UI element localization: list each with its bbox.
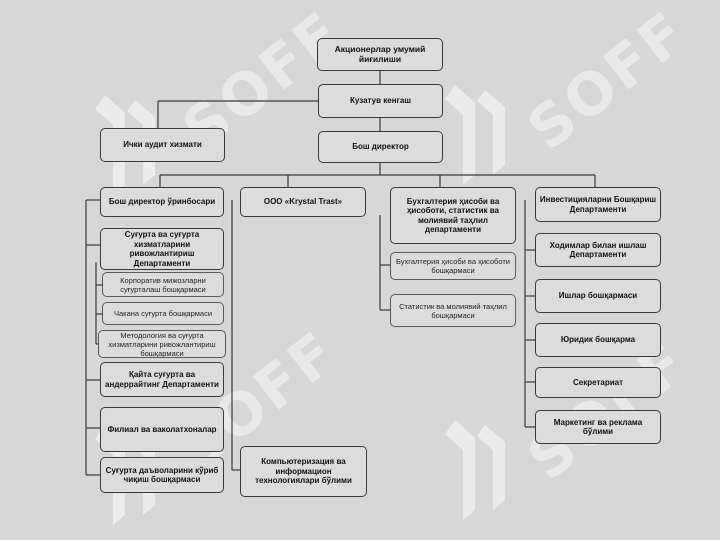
accounting-reporting-unit-box: Бухгалтерия ҳисоби ва ҳисоботи бошқармас… — [390, 252, 516, 280]
shareholders-meeting-box: Акционерлар умумий йиғилиши — [317, 38, 443, 71]
reinsurance-underwriting-dept-box: Қайта суғурта ва андеррайтинг Департамен… — [100, 362, 224, 397]
general-director-box: Бош директор — [318, 131, 443, 163]
accounting-department-box: Бухгалтерия ҳисоби ва ҳисоботи, статисти… — [390, 187, 516, 244]
investment-management-dept-box: Инвестицияларни Бошқариш Департаменти — [535, 187, 661, 222]
claims-unit-box: Суғурта даъволарини кўриб чиқиш бошқарма… — [100, 457, 224, 493]
legal-department-box: Юридик бошқарма — [535, 323, 661, 357]
methodology-unit-box: Методология ва суғурта хизматларини риво… — [98, 330, 226, 358]
hr-dept-box: Ходимлар билан ишлаш Департаменти — [535, 233, 661, 267]
retail-insurance-unit-box: Чакана суғурта бошқармаси — [102, 302, 224, 325]
supervisory-board-box: Кузатув кенгаш — [318, 84, 443, 118]
statistical-analysis-unit-box: Статистик ва молиявий таҳлил бошқармаси — [390, 294, 516, 327]
deputy-director-box: Бош директор ўринбосари — [100, 187, 224, 217]
corporate-insurance-unit-box: Корпоратив мижозларни суғурталаш бошқарм… — [102, 272, 224, 297]
insurance-development-dept-box: Суғурта ва суғурта хизматларини ривожлан… — [100, 228, 224, 270]
computerization-it-box: Компьютеризация ва информацион технологи… — [240, 446, 367, 497]
marketing-advertising-box: Маркетинг ва реклама бўлими — [535, 410, 661, 444]
branches-box: Филиал ва ваколатхоналар — [100, 407, 224, 452]
affairs-management-box: Ишлар бошқармаси — [535, 279, 661, 313]
internal-audit-box: Ички аудит хизмати — [100, 128, 225, 162]
secretariat-box: Секретариат — [535, 367, 661, 398]
krystal-trast-box: ООО «Krystal Trast» — [240, 187, 366, 217]
